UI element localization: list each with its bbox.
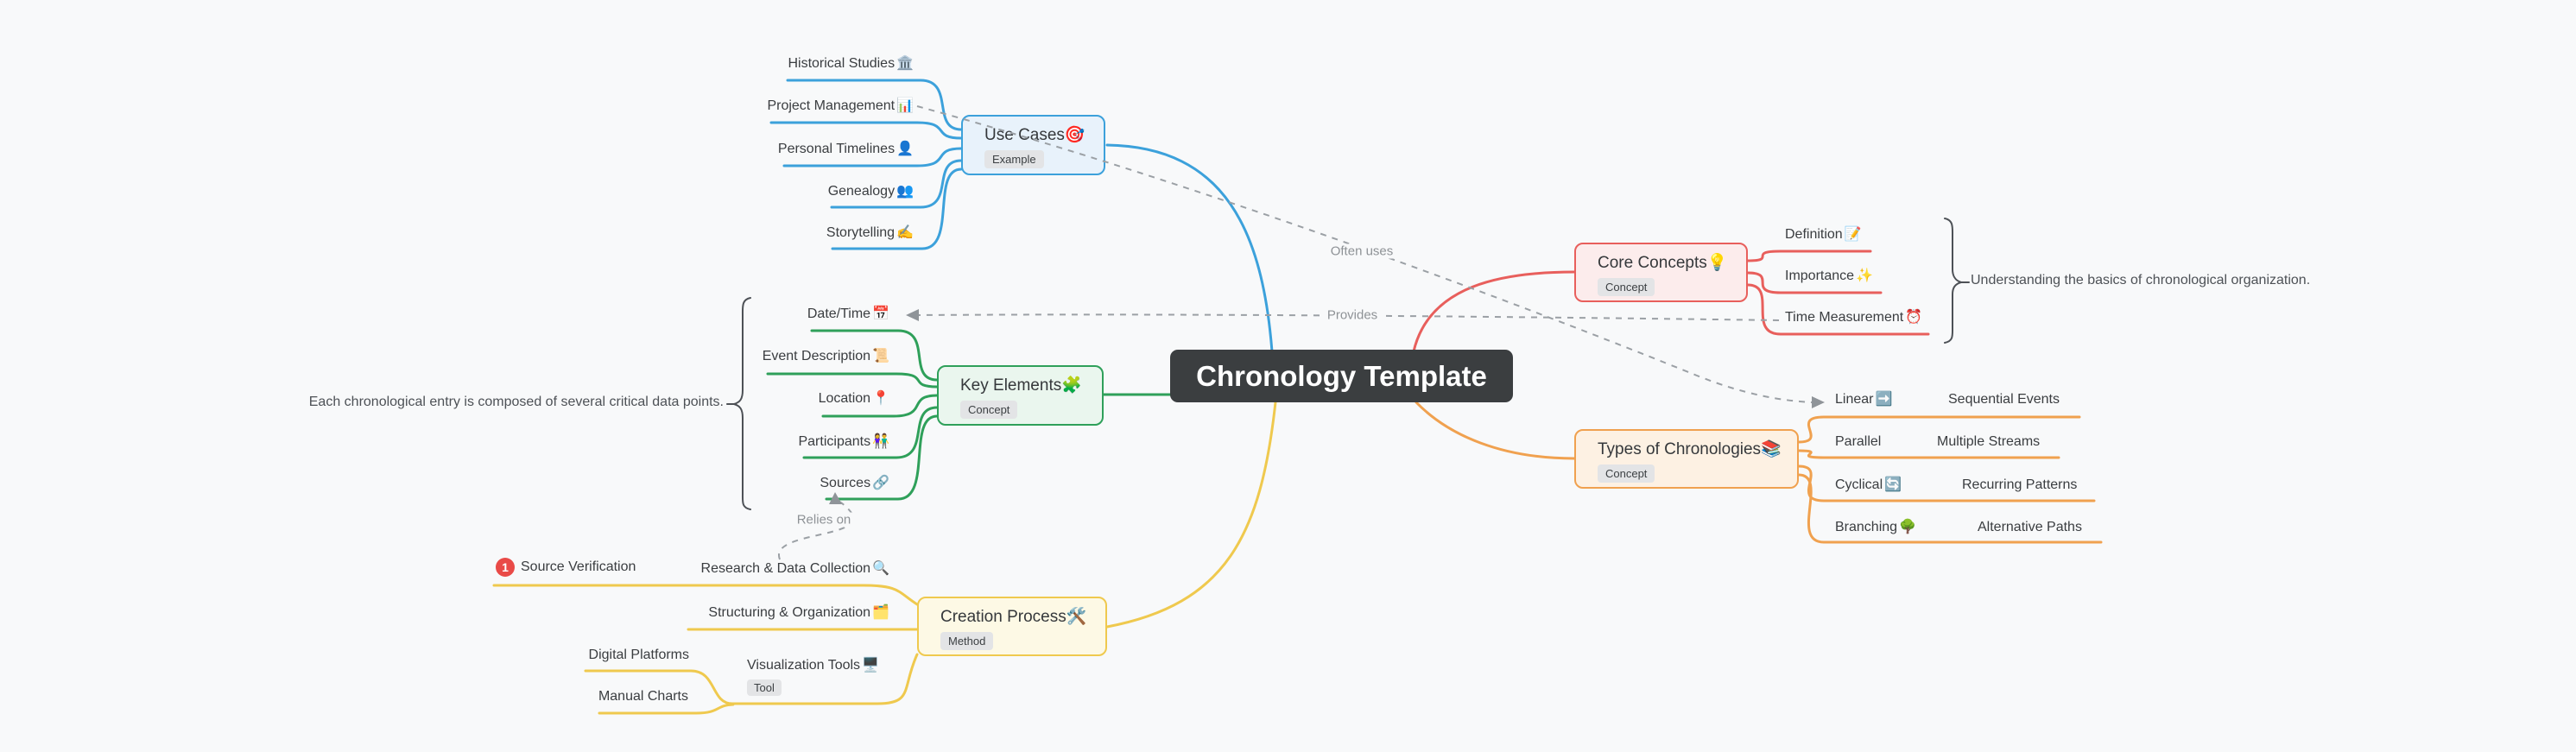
association-label-provides: Provides <box>1320 307 1384 323</box>
link-icon: 🔗 <box>872 476 889 490</box>
leaf-sequential-events[interactable]: Sequential Events <box>1948 392 2060 407</box>
leaf-digital-platforms[interactable]: Digital Platforms <box>588 648 689 662</box>
node-core-concepts-title: Core Concepts <box>1598 254 1707 272</box>
leaf-historical-studies[interactable]: Historical Studies🏛️ <box>788 56 914 71</box>
leaf-visualization-tools[interactable]: Visualization Tools🖥️ Tool <box>747 658 879 696</box>
leaf-storytelling[interactable]: Storytelling✍️ <box>826 225 914 240</box>
pushpin-icon: 📍 <box>872 391 889 406</box>
leaf-date-time[interactable]: Date/Time📅 <box>807 306 889 321</box>
writing-hand-icon: ✍️ <box>896 225 914 240</box>
leaf-branching[interactable]: Branching🌳 <box>1835 520 1916 534</box>
bust-icon: 👤 <box>896 142 914 156</box>
root-node[interactable]: Chronology Template <box>1170 350 1513 402</box>
leaf-personal-timelines[interactable]: Personal Timelines👤 <box>777 142 914 156</box>
right-arrow-icon: ➡️ <box>1875 392 1893 407</box>
leaf-research-data-collection[interactable]: Research & Data Collection🔍 <box>700 561 889 576</box>
arrowhead-relies-on <box>829 492 842 504</box>
node-key-elements-badge: Concept <box>960 401 1018 419</box>
leaf-importance[interactable]: Importance✨ <box>1785 269 1873 283</box>
busts-icon: 👥 <box>896 184 914 199</box>
leaf-genealogy[interactable]: Genealogy👥 <box>827 184 914 199</box>
calendar-icon: 📅 <box>872 306 889 321</box>
number-1-badge: 1 <box>496 558 515 577</box>
card-index-icon: 🗂️ <box>872 605 889 620</box>
desktop-computer-icon: 🖥️ <box>862 658 879 673</box>
node-core-concepts-badge: Concept <box>1598 278 1655 296</box>
leaf-manual-charts[interactable]: Manual Charts <box>598 689 688 704</box>
sparkles-icon: ✨ <box>1856 269 1873 283</box>
leaf-participants[interactable]: Participants👫 <box>798 434 889 449</box>
leaf-sources[interactable]: Sources🔗 <box>820 476 889 490</box>
leaf-linear[interactable]: Linear➡️ <box>1835 392 1893 407</box>
people-icon: 👫 <box>872 434 889 449</box>
node-key-elements-title: Key Elements <box>960 376 1062 395</box>
tree-icon: 🌳 <box>1899 520 1916 534</box>
node-use-cases-title: Use Cases <box>984 126 1065 144</box>
association-label-relies-on: Relies on <box>790 512 858 528</box>
node-types-badge: Concept <box>1598 464 1655 483</box>
leaf-multiple-streams[interactable]: Multiple Streams <box>1937 434 2041 449</box>
hammer-wrench-icon: 🛠️ <box>1066 608 1087 626</box>
node-use-cases-badge: Example <box>984 150 1044 168</box>
puzzle-icon: 🧩 <box>1061 376 1082 395</box>
leaf-cyclical[interactable]: Cyclical🔄 <box>1835 477 1902 492</box>
leaf-visualization-tools-badge: Tool <box>747 679 782 696</box>
leaf-alternative-paths[interactable]: Alternative Paths <box>1978 520 2082 534</box>
association-label-often-uses: Often uses <box>1324 243 1400 259</box>
bar-chart-icon: 📊 <box>896 98 914 113</box>
leaf-recurring-patterns[interactable]: Recurring Patterns <box>1962 477 2078 492</box>
node-types-title: Types of Chronologies <box>1598 440 1762 458</box>
target-icon: 🎯 <box>1064 126 1085 144</box>
leaf-event-description[interactable]: Event Description📜 <box>762 349 889 363</box>
arrowhead-often-uses <box>1812 396 1825 408</box>
leaf-project-management[interactable]: Project Management📊 <box>767 98 914 113</box>
scroll-icon: 📜 <box>872 349 889 363</box>
books-icon: 📚 <box>1761 440 1782 458</box>
node-creation-badge: Method <box>940 632 994 650</box>
node-creation-process[interactable]: Creation Process🛠️ Method <box>917 597 1107 656</box>
leaf-parallel[interactable]: Parallel <box>1835 434 1882 449</box>
node-creation-title: Creation Process <box>940 608 1066 626</box>
leaf-structuring-organization[interactable]: Structuring & Organization🗂️ <box>708 605 889 620</box>
memo-icon: 📝 <box>1844 227 1862 242</box>
magnifier-icon: 🔍 <box>872 561 889 576</box>
node-core-concepts[interactable]: Core Concepts💡 Concept <box>1574 243 1748 302</box>
node-key-elements[interactable]: Key Elements🧩 Concept <box>937 365 1104 426</box>
classical-building-icon: 🏛️ <box>896 56 914 71</box>
leaf-location[interactable]: Location📍 <box>818 391 889 406</box>
leaf-time-measurement[interactable]: Time Measurement⏰ <box>1785 310 1923 325</box>
arrowhead-provides <box>906 309 919 321</box>
root-title: Chronology Template <box>1196 359 1487 392</box>
node-types-of-chronologies[interactable]: Types of Chronologies📚 Concept <box>1574 429 1799 489</box>
cycle-arrows-icon: 🔄 <box>1884 477 1902 492</box>
annotation-core-concepts: Understanding the basics of chronologica… <box>1971 273 2311 288</box>
lightbulb-icon: 💡 <box>1706 254 1728 272</box>
alarm-clock-icon: ⏰ <box>1905 310 1923 325</box>
leaf-definition[interactable]: Definition📝 <box>1785 227 1862 242</box>
annotation-key-elements: Each chronological entry is composed of … <box>308 395 724 409</box>
node-use-cases[interactable]: Use Cases🎯 Example <box>961 115 1105 175</box>
